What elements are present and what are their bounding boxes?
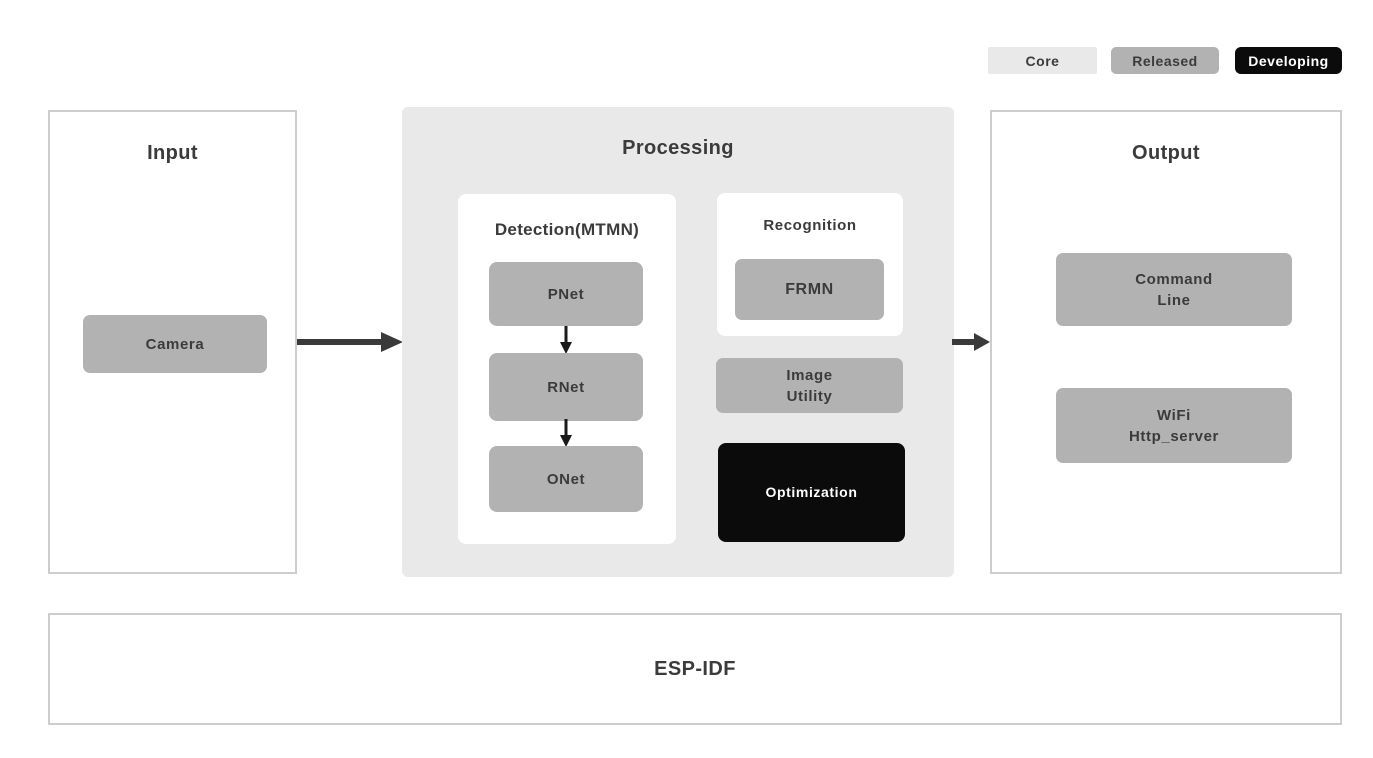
command-line-node: Command Line [1056,253,1292,326]
processing-panel: Processing Detection(MTMN) PNet RNet ONe… [402,107,954,577]
arrow-processing-to-output [952,333,990,351]
frmn-node: FRMN [735,259,884,320]
detection-title: Detection(MTMN) [494,220,640,239]
legend-core-badge: Core [988,47,1097,74]
wifi-label-line1: WiFi [1157,406,1191,424]
input-title: Input [147,142,198,164]
rnet-label: RNet [547,378,585,396]
onet-node: ONet [489,446,643,512]
espidf-title: ESP-IDF [654,657,736,680]
camera-node: Camera [83,315,267,373]
arrow-input-to-processing [297,332,403,352]
legend-developing-badge: Developing [1235,47,1342,74]
output-title: Output [1132,142,1200,164]
image-utility-node: Image Utility [716,358,903,413]
command-line-label-line1: Command [1135,270,1213,288]
recognition-group: Recognition FRMN [717,193,903,336]
image-utility-label-line2: Utility [786,387,833,405]
wifi-label-line2: Http_server [1129,427,1219,445]
wifi-http-server-node: WiFi Http_server [1056,388,1292,463]
optimization-node: Optimization [718,443,905,542]
detection-group: Detection(MTMN) PNet RNet ONet [458,194,676,544]
pnet-node: PNet [489,262,643,326]
legend-released-badge: Released [1111,47,1219,74]
arrow-pnet-to-rnet [560,326,572,354]
output-panel: Output Command Line WiFi Http_server [990,110,1342,574]
command-line-label-line2: Line [1157,291,1191,309]
rnet-node: RNet [489,353,643,421]
espidf-panel: ESP-IDF [48,613,1342,725]
onet-label: ONet [546,470,586,488]
pnet-label: PNet [547,285,585,303]
frmn-label: FRMN [785,281,834,298]
image-utility-label-line1: Image [786,366,833,384]
processing-title: Processing [622,137,734,159]
optimization-label: Optimization [765,484,858,500]
arrow-rnet-to-onet [560,419,572,447]
input-panel: Input Camera [48,110,297,574]
recognition-title: Recognition [763,217,857,234]
camera-label: Camera [145,335,205,353]
